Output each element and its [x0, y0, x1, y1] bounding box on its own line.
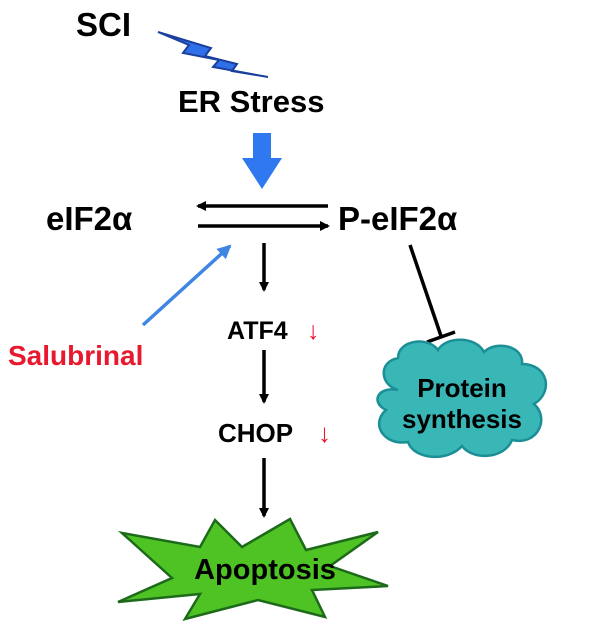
inhibition-line	[408, 244, 443, 337]
protein-label-line2: synthesis	[402, 404, 522, 434]
lightning-bolt-icon	[157, 31, 269, 78]
atf4-down-arrow: ↓	[307, 317, 320, 345]
salubrinal-arrow	[141, 244, 232, 327]
atf4-label: ATF4	[227, 317, 288, 345]
eif2a-label: eIF2α	[46, 200, 132, 237]
chop-down-arrow: ↓	[318, 418, 331, 448]
er-stress-arrow	[242, 133, 282, 189]
p-eif2a-label: P-eIF2α	[338, 200, 457, 237]
protein-label-line1: Protein	[417, 373, 507, 403]
cloud-icon	[376, 338, 548, 459]
apoptosis-label: Apoptosis	[194, 554, 336, 586]
inhibition-bar	[426, 330, 456, 344]
sci-label: SCI	[76, 6, 131, 43]
salubrinal-label: Salubrinal	[8, 340, 143, 371]
chop-label: CHOP	[218, 418, 293, 448]
er-stress-label: ER Stress	[178, 84, 324, 119]
starburst-icon	[117, 517, 389, 621]
